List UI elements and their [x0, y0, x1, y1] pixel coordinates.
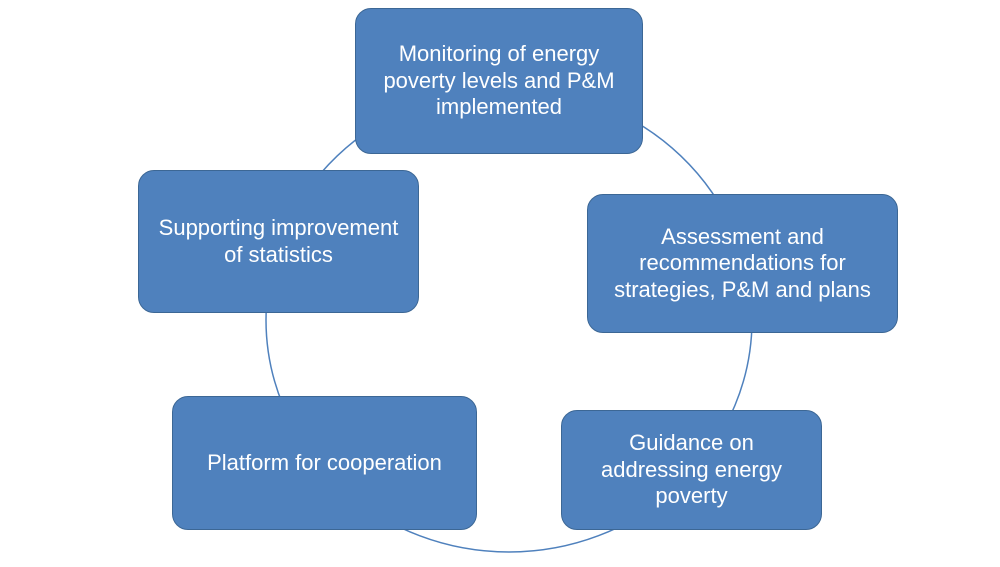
node-statistics-label: Supporting improvement of statistics	[158, 215, 399, 267]
node-monitoring: Monitoring of energy poverty levels and …	[355, 8, 643, 154]
node-guidance-label: Guidance on addressing energy poverty	[600, 430, 782, 509]
node-platform-label: Platform for cooperation	[207, 449, 442, 475]
node-assessment-label: Assessment and recommendations for strat…	[614, 223, 871, 302]
node-statistics: Supporting improvement of statistics	[138, 170, 419, 313]
node-platform: Platform for cooperation	[172, 396, 477, 530]
node-monitoring-label: Monitoring of energy poverty levels and …	[383, 41, 615, 120]
node-guidance: Guidance on addressing energy poverty	[561, 410, 822, 530]
node-assessment: Assessment and recommendations for strat…	[587, 194, 898, 333]
